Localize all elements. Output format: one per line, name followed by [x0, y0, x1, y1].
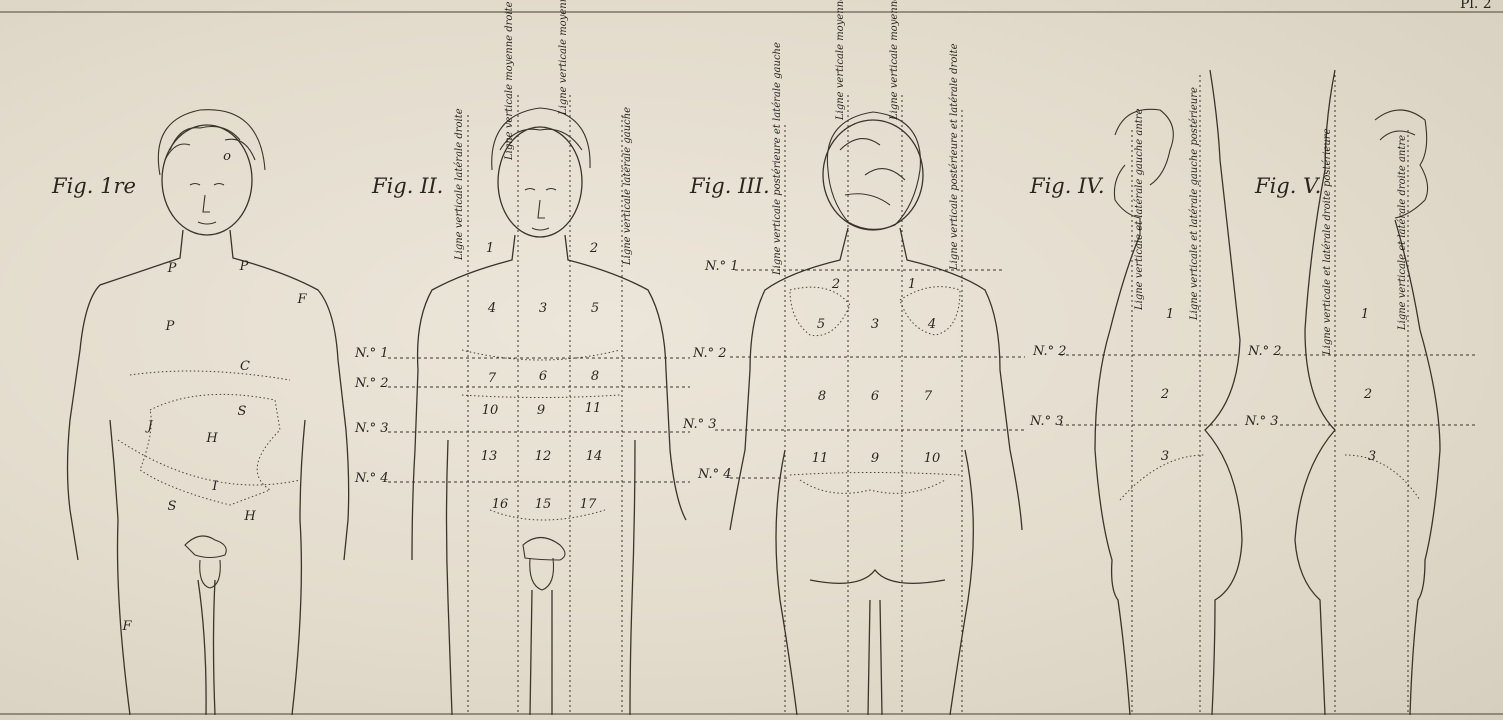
svg-text:N.° 4: N.° 4: [697, 467, 732, 482]
svg-text:9: 9: [537, 403, 545, 418]
svg-text:8: 8: [591, 369, 599, 384]
svg-text:H: H: [205, 431, 218, 446]
svg-text:N.° 3: N.° 3: [682, 417, 717, 432]
svg-text:1: 1: [908, 277, 916, 292]
svg-text:N.° 4: N.° 4: [354, 471, 389, 486]
svg-text:16: 16: [492, 497, 509, 512]
svg-text:13: 13: [481, 449, 498, 464]
svg-text:S: S: [168, 499, 177, 514]
svg-text:11: 11: [812, 451, 829, 466]
svg-text:Ligne verticale moyenne gauche: Ligne verticale moyenne gauche: [558, 0, 569, 116]
svg-text:Ligne verticale et latérale ga: Ligne verticale et latérale gauche antre: [1134, 108, 1145, 311]
figure-4: Fig. IV. Ligne verticale et latérale gau…: [1029, 70, 1242, 715]
svg-text:1: 1: [1361, 307, 1369, 322]
svg-text:o: o: [223, 149, 231, 164]
svg-text:3: 3: [1368, 449, 1376, 464]
plate-number: Pl. 2: [1460, 0, 1492, 12]
figure-3: Fig. III. Ligne verticale postérieure et…: [682, 0, 1025, 715]
svg-text:12: 12: [535, 449, 552, 464]
svg-text:3: 3: [1161, 449, 1169, 464]
svg-text:10: 10: [482, 403, 499, 418]
svg-text:Ligne verticale latérale gauch: Ligne verticale latérale gauche: [622, 107, 633, 266]
svg-text:3: 3: [539, 301, 547, 316]
svg-text:N.° 1: N.° 1: [354, 346, 389, 361]
figure-2: Fig. II. Ligne verticale latérale droite…: [354, 0, 690, 715]
svg-text:11: 11: [585, 401, 602, 416]
svg-text:Ligne verticale postérieure et: Ligne verticale postérieure et latérale …: [949, 43, 960, 271]
figure-2-regions: 1 2 4 3 5 7 6 8 10 9 11 13 12 14 16 15 1…: [481, 241, 603, 512]
svg-text:7: 7: [488, 371, 497, 386]
svg-text:Ligne verticale et latérale dr: Ligne verticale et latérale droite antre: [1397, 135, 1408, 331]
figure-4-title: Fig. IV.: [1029, 174, 1105, 198]
svg-text:C: C: [240, 359, 250, 374]
figure-1-title: Fig. 1re: [51, 174, 136, 198]
svg-text:Ligne verticale moyenne droite: Ligne verticale moyenne droite: [889, 0, 900, 121]
svg-text:2: 2: [1363, 387, 1372, 402]
svg-text:5: 5: [591, 301, 599, 316]
svg-text:P: P: [165, 319, 175, 334]
svg-text:F: F: [121, 619, 132, 634]
svg-text:N.° 2: N.° 2: [354, 376, 389, 391]
svg-text:N.° 3: N.° 3: [1029, 414, 1064, 429]
svg-text:Ligne verticale moyenne droite: Ligne verticale moyenne droite: [504, 1, 515, 161]
svg-text:P: P: [239, 259, 249, 274]
svg-text:6: 6: [871, 389, 879, 404]
svg-text:8: 8: [818, 389, 826, 404]
svg-text:Ligne verticale latérale droit: Ligne verticale latérale droite: [454, 108, 465, 261]
svg-text:1: 1: [1166, 307, 1174, 322]
svg-text:7: 7: [924, 389, 933, 404]
svg-text:1: 1: [486, 241, 494, 256]
svg-text:P: P: [167, 261, 177, 276]
svg-text:14: 14: [586, 449, 603, 464]
svg-text:2: 2: [831, 277, 840, 292]
svg-text:6: 6: [539, 369, 547, 384]
svg-text:S: S: [238, 404, 247, 419]
svg-text:F: F: [296, 292, 307, 307]
svg-text:9: 9: [871, 451, 879, 466]
svg-text:4: 4: [927, 317, 936, 332]
svg-text:3: 3: [871, 317, 879, 332]
figure-5: Fig. V. Ligne verticale et latérale droi…: [1244, 70, 1478, 715]
svg-text:17: 17: [580, 497, 597, 512]
figure-3-title: Fig. III.: [689, 174, 770, 198]
figure-2-title: Fig. II.: [371, 174, 443, 198]
svg-text:Ligne verticale et latérale ga: Ligne verticale et latérale gauche posté…: [1189, 87, 1200, 321]
svg-text:4: 4: [487, 301, 496, 316]
figure-1-regions: o P P F P C J S H I S H F: [121, 149, 307, 634]
svg-text:2: 2: [1160, 387, 1169, 402]
figure-1-head: [162, 125, 252, 235]
svg-text:Ligne verticale postérieure et: Ligne verticale postérieure et latérale …: [772, 42, 783, 276]
svg-text:N.° 1: N.° 1: [704, 259, 739, 274]
svg-text:N.° 3: N.° 3: [354, 421, 389, 436]
svg-text:10: 10: [924, 451, 941, 466]
svg-text:H: H: [243, 509, 256, 524]
svg-text:N.° 2: N.° 2: [1247, 344, 1282, 359]
svg-text:N.° 2: N.° 2: [1032, 344, 1067, 359]
svg-text:Ligne verticale moyenne gauche: Ligne verticale moyenne gauche: [835, 0, 846, 121]
svg-text:5: 5: [817, 317, 825, 332]
svg-text:N.° 2: N.° 2: [692, 346, 727, 361]
svg-text:2: 2: [589, 241, 598, 256]
svg-text:J: J: [144, 419, 153, 434]
figure-5-title: Fig. V.: [1254, 174, 1321, 198]
figure-1: Fig. 1re o P P F P C J S H I S H F: [51, 110, 349, 715]
svg-text:I: I: [211, 479, 218, 494]
svg-text:N.° 3: N.° 3: [1244, 414, 1279, 429]
figure-3-regions: 2 1 5 3 4 8 6 7 11 9 10: [812, 277, 941, 466]
svg-text:Ligne verticale et latérale dr: Ligne verticale et latérale droite posté…: [1322, 128, 1333, 356]
svg-text:15: 15: [535, 497, 552, 512]
